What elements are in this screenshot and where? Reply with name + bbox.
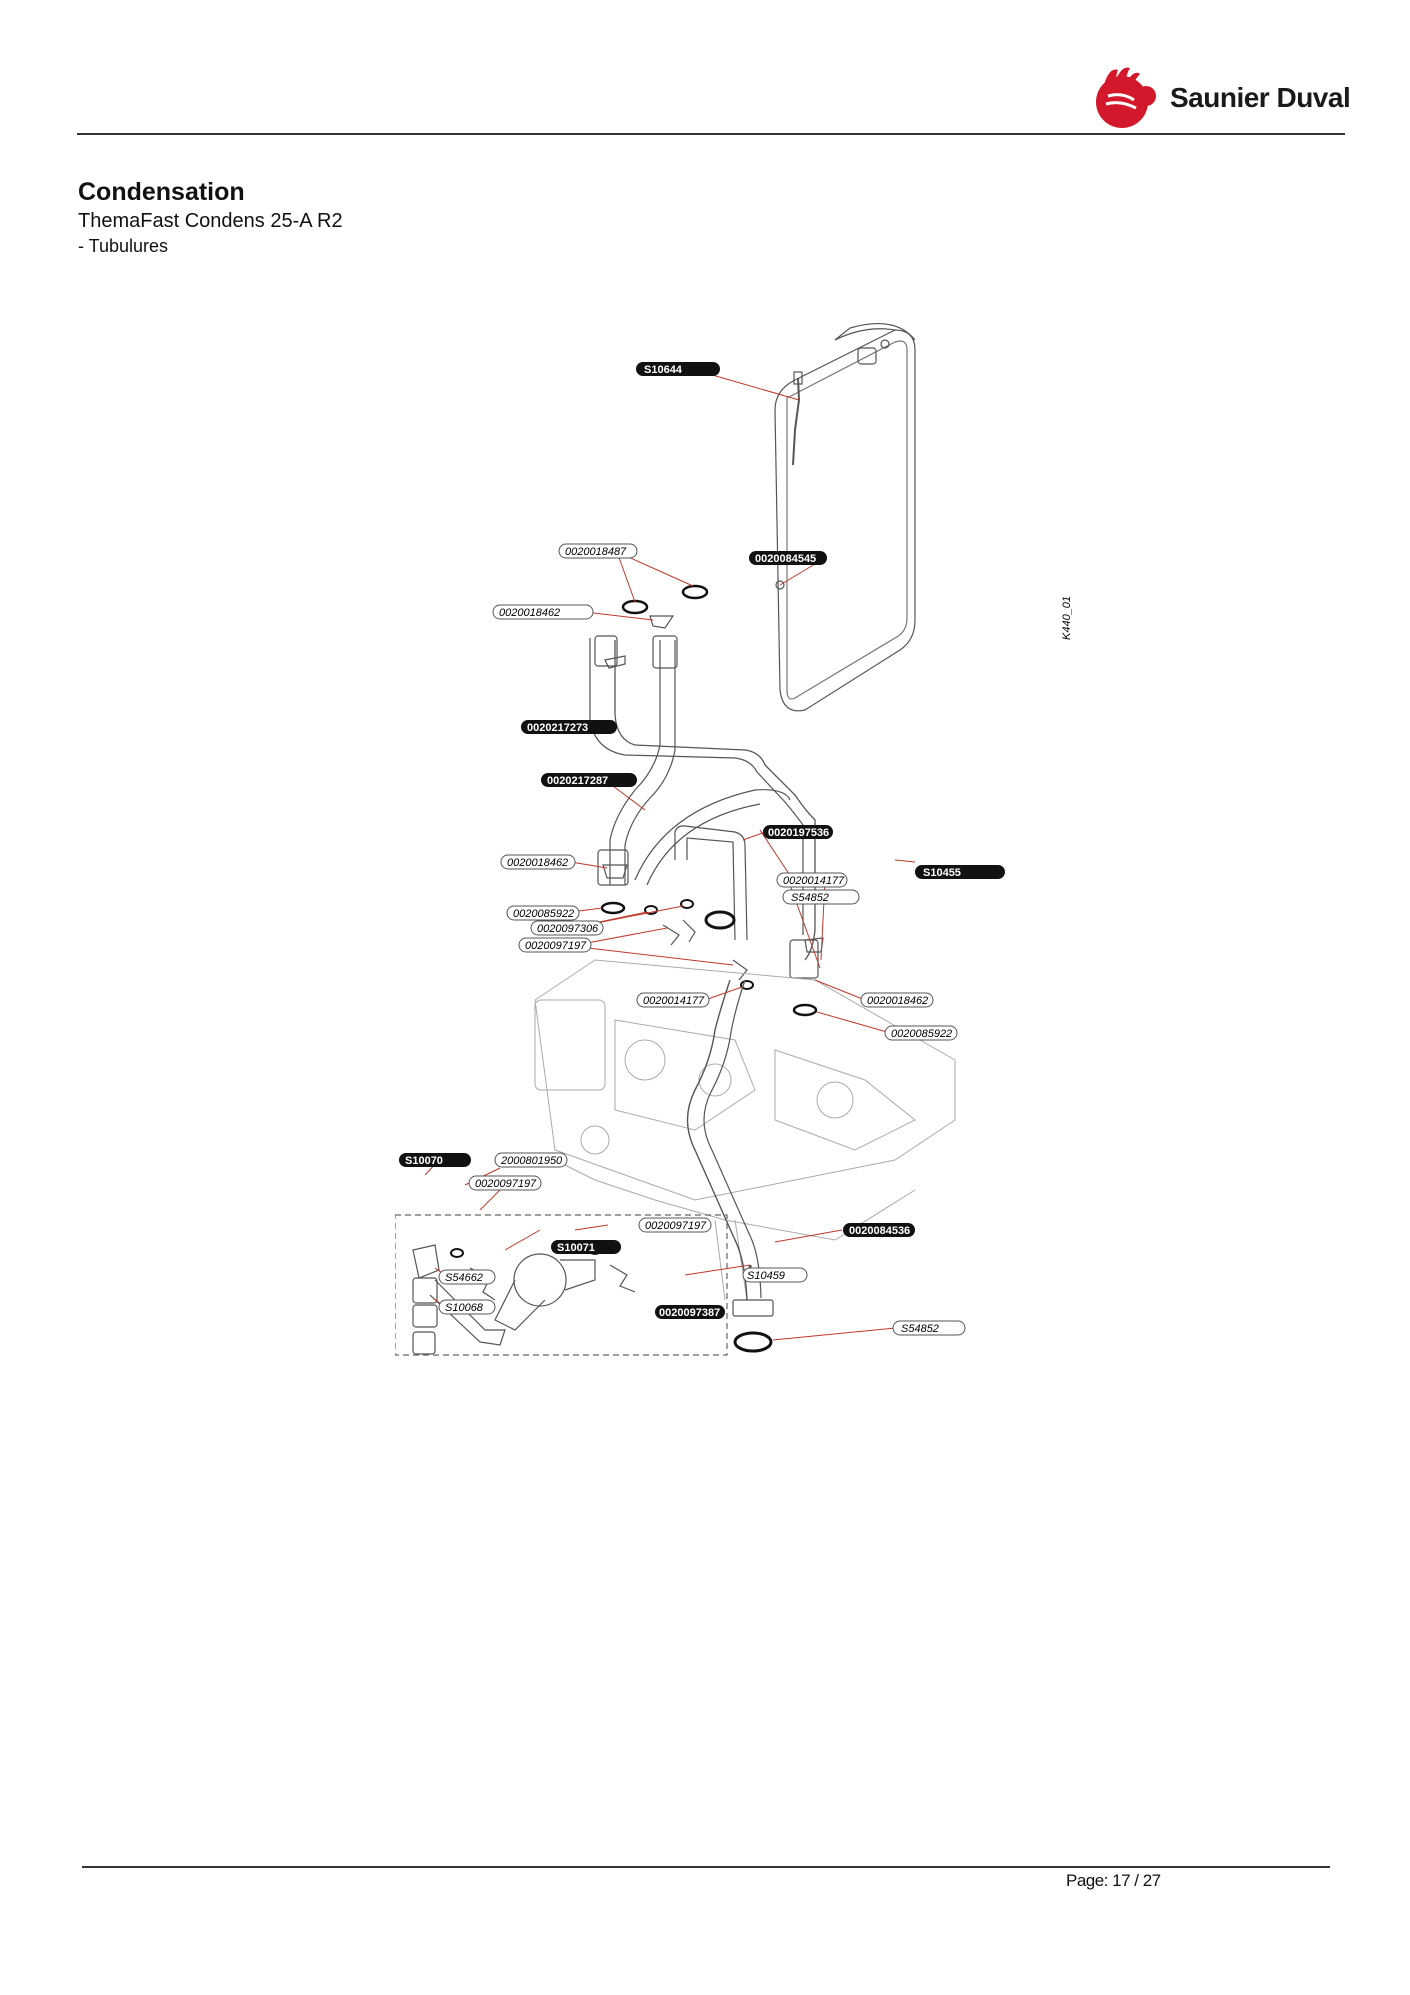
svg-text:2000801950: 2000801950 <box>500 1155 563 1167</box>
label-s54662: S54662 <box>438 1269 496 1285</box>
label-0020084536: 0020084536 <box>843 1223 915 1237</box>
label-0020085922-b: 0020085922 <box>884 1025 958 1041</box>
label-s10070: S10070 <box>399 1153 471 1167</box>
svg-text:0020097197: 0020097197 <box>475 1178 537 1190</box>
leader-lines <box>424 369 916 1341</box>
svg-text:0020018462: 0020018462 <box>499 607 560 619</box>
drawing-code: K440_01 <box>1061 596 1073 640</box>
svg-text:0020014177: 0020014177 <box>783 875 845 887</box>
header-divider <box>77 133 1345 135</box>
label-0020085922: 0020085922 <box>506 905 580 921</box>
sensor-cable <box>792 377 801 466</box>
svg-text:S10071: S10071 <box>557 1242 595 1254</box>
label-0020014177-b: 0020014177 <box>636 992 710 1008</box>
expansion-vessel <box>774 328 916 712</box>
label-0020197536: 0020197536 <box>763 825 833 839</box>
svg-text:0020084536: 0020084536 <box>849 1225 910 1237</box>
section-name: - Tubulures <box>78 236 169 256</box>
svg-text:S10068: S10068 <box>445 1302 484 1314</box>
svg-text:S54852: S54852 <box>791 892 829 904</box>
label-0020018462-c: 0020018462 <box>860 992 934 1008</box>
label-s54852-b: S54852 <box>892 1320 966 1336</box>
label-0020217273: 0020217273 <box>521 720 617 734</box>
label-s10459: S10459 <box>742 1267 808 1283</box>
label-0020018462-b: 0020018462 <box>500 854 576 870</box>
svg-text:S54662: S54662 <box>445 1272 483 1284</box>
label-0020097197: 0020097197 <box>518 937 592 953</box>
label-0020084545: 0020084545 <box>749 551 827 565</box>
svg-text:S54852: S54852 <box>901 1323 939 1335</box>
model-name: ThemaFast Condens 25-A R2 <box>78 210 343 232</box>
svg-text:S10455: S10455 <box>923 867 961 879</box>
svg-text:S10070: S10070 <box>405 1155 443 1167</box>
part-labels: S10644 0020084545 0020018487 0020018462 … <box>399 362 1005 1336</box>
svg-text:0020018462: 0020018462 <box>507 857 568 869</box>
label-s10455: S10455 <box>915 865 1005 879</box>
svg-text:0020018487: 0020018487 <box>565 546 627 558</box>
label-0020217287: 0020217287 <box>541 773 637 787</box>
page-title: Condensation <box>78 178 245 206</box>
svg-text:0020217287: 0020217287 <box>547 775 608 787</box>
svg-text:0020197536: 0020197536 <box>768 827 829 839</box>
svg-text:0020018462: 0020018462 <box>867 995 928 1007</box>
label-0020097197-c: 0020097197 <box>638 1217 712 1233</box>
brand-name: Saunier Duval <box>1170 82 1351 113</box>
svg-text:0020217273: 0020217273 <box>527 722 588 734</box>
label-s54852: S54852 <box>782 889 860 905</box>
label-0020097306: 0020097306 <box>530 920 604 936</box>
label-s10068: S10068 <box>438 1299 496 1315</box>
svg-text:0020097306: 0020097306 <box>537 923 599 935</box>
svg-text:0020085922: 0020085922 <box>513 908 574 920</box>
label-0020097197-b: 0020097197 <box>468 1175 542 1191</box>
label-0020097387: 0020097387 <box>655 1305 725 1319</box>
svg-text:0020097197: 0020097197 <box>645 1220 707 1232</box>
drawing <box>395 322 956 1356</box>
label-s10071: S10071 <box>551 1240 621 1254</box>
saunier-duval-logo <box>1096 67 1156 128</box>
svg-text:0020097197: 0020097197 <box>525 940 587 952</box>
flame-bird-icon <box>1096 67 1156 128</box>
label-0020018487: 0020018487 <box>558 543 638 559</box>
label-0020018462: 0020018462 <box>492 604 594 620</box>
label-0020014177: 0020014177 <box>776 872 848 888</box>
label-s10644: S10644 <box>636 362 720 376</box>
page-number: Page: 17 / 27 <box>1066 1871 1161 1890</box>
svg-text:S10459: S10459 <box>747 1270 785 1282</box>
svg-text:0020014177: 0020014177 <box>643 995 705 1007</box>
footer-divider <box>82 1866 1330 1868</box>
svg-text:0020084545: 0020084545 <box>755 553 816 565</box>
svg-text:0020085922: 0020085922 <box>891 1028 952 1040</box>
svg-text:S10644: S10644 <box>644 364 683 376</box>
label-2000801950: 2000801950 <box>494 1152 568 1168</box>
svg-text:0020097387: 0020097387 <box>659 1307 720 1319</box>
exploded-parts-diagram: K440_01 S10644 0020084545 0020018487 002… <box>395 322 1073 1356</box>
